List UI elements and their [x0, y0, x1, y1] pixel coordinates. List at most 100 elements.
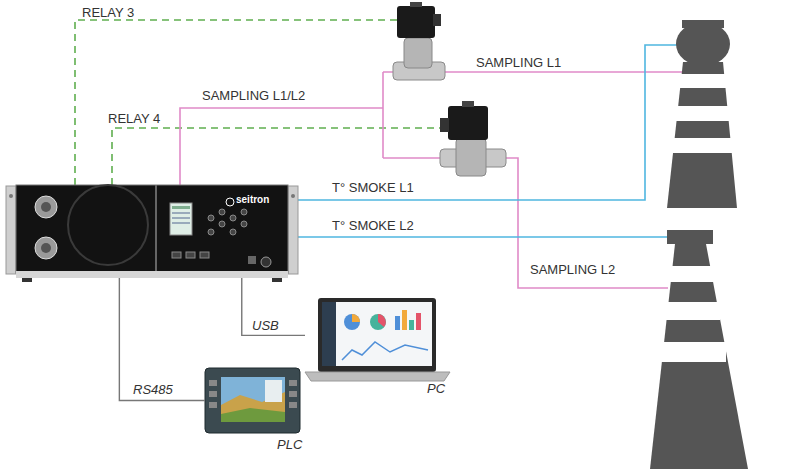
screen-line-chart: [342, 342, 428, 360]
chimney-band: [664, 302, 720, 320]
relay-wire: [75, 20, 397, 185]
valve-coil: [448, 106, 488, 140]
chimney-body: [650, 244, 748, 469]
temperature-line: [290, 45, 690, 200]
key-button: [208, 215, 214, 221]
key-button: [241, 221, 247, 227]
panel-fitting: [35, 237, 57, 259]
temperature-line: [290, 236, 680, 238]
analyzer-foot: [22, 278, 32, 282]
chimney-body: [667, 62, 737, 208]
plc-screen-field: [221, 408, 285, 422]
valve-body: [404, 38, 432, 68]
key-button: [241, 209, 247, 215]
connector-label: RS485: [133, 382, 173, 397]
key-button: [186, 252, 195, 258]
relay-label: RELAY 3: [82, 5, 134, 20]
chimney-band: [671, 138, 734, 153]
key-button: [172, 252, 181, 258]
screen-pie: [370, 314, 386, 330]
plc-screen: [221, 377, 285, 422]
temperature-label: T° SMOKE L1: [332, 180, 414, 195]
sampling-label: SAMPLING L2: [530, 262, 615, 277]
panel-ring: [68, 185, 148, 265]
usb-port: [248, 256, 256, 264]
key-button: [200, 252, 209, 258]
valve-plug: [433, 14, 441, 26]
sampling-label: SAMPLING L1/L2: [202, 88, 305, 103]
panel-divider: [155, 185, 157, 273]
screen-bar: [395, 316, 400, 330]
chimney-band: [678, 74, 728, 88]
valve-plug: [440, 118, 449, 132]
valve-body: [456, 138, 486, 176]
sampling-label: SAMPLING L1: [476, 55, 561, 70]
sampling-line: [505, 158, 668, 288]
rack-screw: [9, 194, 13, 198]
analyzer-body: [16, 185, 288, 273]
chimney-band: [660, 342, 726, 362]
plc-key: [209, 391, 217, 397]
laptop-base: [305, 372, 450, 381]
key-button: [208, 229, 214, 235]
valve-cap: [462, 101, 474, 107]
display-line: [172, 206, 190, 209]
temperature-label: T° SMOKE L2: [332, 218, 414, 233]
key-button: [230, 229, 236, 235]
panel-fitting: [35, 196, 57, 218]
sampling-line: [180, 72, 442, 185]
node-label: PC: [427, 381, 445, 396]
pc-laptop: PC: [305, 298, 450, 381]
display-line: [172, 212, 190, 214]
logo-mark: [226, 198, 234, 206]
rack-ear: [6, 186, 16, 274]
panel-fitting: [41, 202, 51, 212]
rack-ear: [288, 186, 298, 274]
screen-sidebar: [322, 302, 336, 366]
cable-connector: [119, 278, 205, 401]
display-screen: [170, 203, 192, 235]
plc-screen-panel: [265, 380, 282, 402]
screen-pie: [352, 314, 360, 322]
relay-wire: [112, 128, 442, 185]
valve-coil: [397, 6, 435, 38]
laptop-lid: [318, 298, 436, 372]
analyzer-foot: [272, 278, 282, 282]
power-switch: [261, 257, 271, 267]
sampling-line: [445, 71, 683, 73]
analyzer-base: [16, 271, 288, 278]
display-line: [172, 217, 190, 219]
plc-panel: PLC: [205, 368, 300, 433]
plc-key: [209, 380, 217, 386]
node-label: PLC: [277, 437, 302, 452]
rack-screw: [291, 194, 295, 198]
screen-pie: [344, 314, 360, 330]
relay-label: RELAY 4: [108, 111, 160, 126]
plc-key: [209, 402, 217, 408]
plc-key: [289, 380, 297, 386]
panel-fitting: [41, 243, 51, 253]
key-button: [219, 221, 225, 227]
screen-bar: [402, 310, 407, 330]
analyzer-unit: seitron: [16, 185, 288, 278]
node-label: seitron: [236, 194, 269, 205]
key-button: [219, 209, 225, 215]
cable-connector: [242, 278, 305, 335]
chimney-top: [676, 22, 730, 66]
connector-label: USB: [252, 318, 279, 333]
screen-pie: [378, 314, 386, 327]
plc-key: [289, 391, 297, 397]
laptop-screen: [322, 302, 432, 366]
key-button: [230, 215, 236, 221]
valve-cap: [410, 2, 422, 7]
plc-body: [205, 368, 300, 433]
plc-key: [289, 402, 297, 408]
chimney-band: [668, 266, 714, 282]
chimney-rim: [667, 230, 713, 244]
chimney-band: [674, 106, 732, 121]
screen-bar: [409, 320, 414, 330]
screen-bar: [416, 313, 421, 330]
